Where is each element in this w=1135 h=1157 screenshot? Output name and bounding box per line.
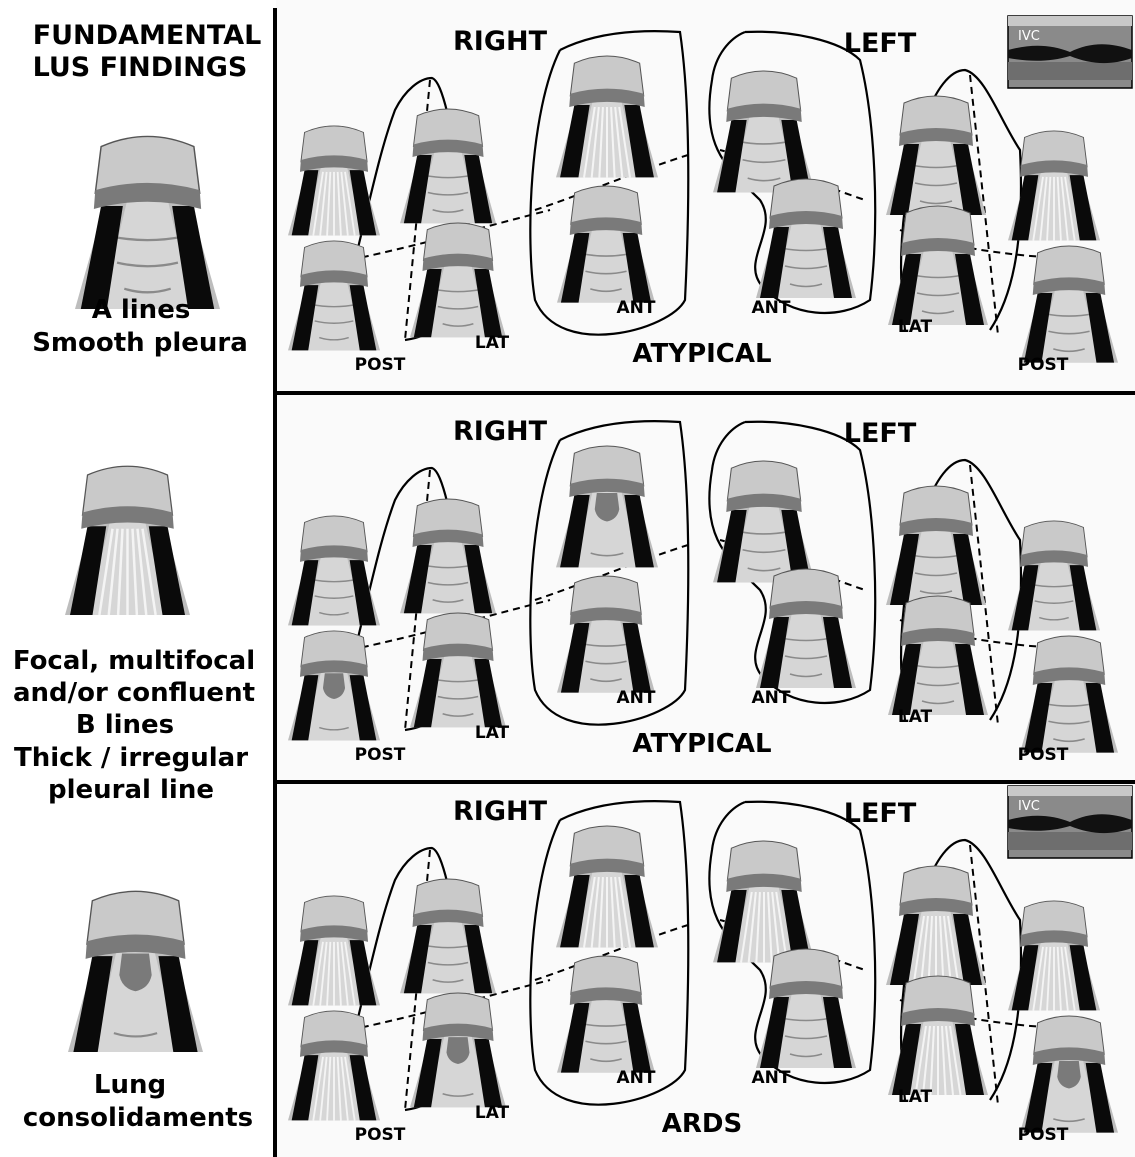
finding-a-label-line-2: Smooth pleura <box>32 328 248 358</box>
zone-label-ant-4: ANT <box>752 298 791 318</box>
zone-label-ant-3: ANT <box>617 298 656 318</box>
ivc-label: IVC <box>1018 29 1040 44</box>
zone-label-lat-2: LAT <box>475 333 510 353</box>
finding-b-label-line-2: and/or confluent <box>13 678 255 708</box>
panel-footer: ATYPICAL <box>632 339 771 369</box>
right-label: RIGHT <box>453 416 548 447</box>
zone-label-lat-5: LAT <box>898 1087 933 1107</box>
zone-label-post-6: POST <box>1018 1125 1069 1145</box>
finding-b-label-line-1: Focal, multifocal <box>13 646 255 676</box>
zone-label-lat-2: LAT <box>475 1103 510 1123</box>
zone-label-lat-5: LAT <box>898 707 933 727</box>
legend-title-line-2: LUS FINDINGS <box>33 52 248 83</box>
zone-label-lat-2: LAT <box>475 723 510 743</box>
right-label: RIGHT <box>453 26 548 57</box>
legend-title-line-1: FUNDAMENTAL <box>33 20 262 51</box>
left-label: LEFT <box>844 418 917 449</box>
ivc-inset: IVC <box>1008 786 1132 858</box>
zone-label-ant-4: ANT <box>752 1068 791 1088</box>
finding-c-label-line-2: consolidaments <box>23 1103 253 1133</box>
finding-b-label-line-5: pleural line <box>48 775 214 805</box>
zone-label-post-1: POST <box>355 1125 406 1145</box>
left-label: LEFT <box>844 798 917 829</box>
finding-b-label-line-3: B lines <box>76 710 174 740</box>
panel-footer: ARDS <box>662 1109 742 1139</box>
finding-b-label-line-4: Thick / irregular <box>14 743 248 773</box>
left-label: LEFT <box>844 28 917 59</box>
finding-c-label-line-1: Lung <box>94 1070 166 1100</box>
zone-label-post-6: POST <box>1018 745 1069 765</box>
ivc-inset: IVC <box>1008 16 1132 88</box>
zone-label-lat-5: LAT <box>898 317 933 337</box>
panel-footer: ATYPICAL <box>632 729 771 759</box>
ivc-label: IVC <box>1018 799 1040 814</box>
right-label: RIGHT <box>453 796 548 827</box>
zone-label-post-6: POST <box>1018 355 1069 375</box>
zone-label-post-1: POST <box>355 745 406 765</box>
zone-label-post-1: POST <box>355 355 406 375</box>
zone-label-ant-3: ANT <box>617 1068 656 1088</box>
finding-a-label-line-1: A lines <box>92 295 191 325</box>
zone-label-ant-3: ANT <box>617 688 656 708</box>
zone-label-ant-4: ANT <box>752 688 791 708</box>
